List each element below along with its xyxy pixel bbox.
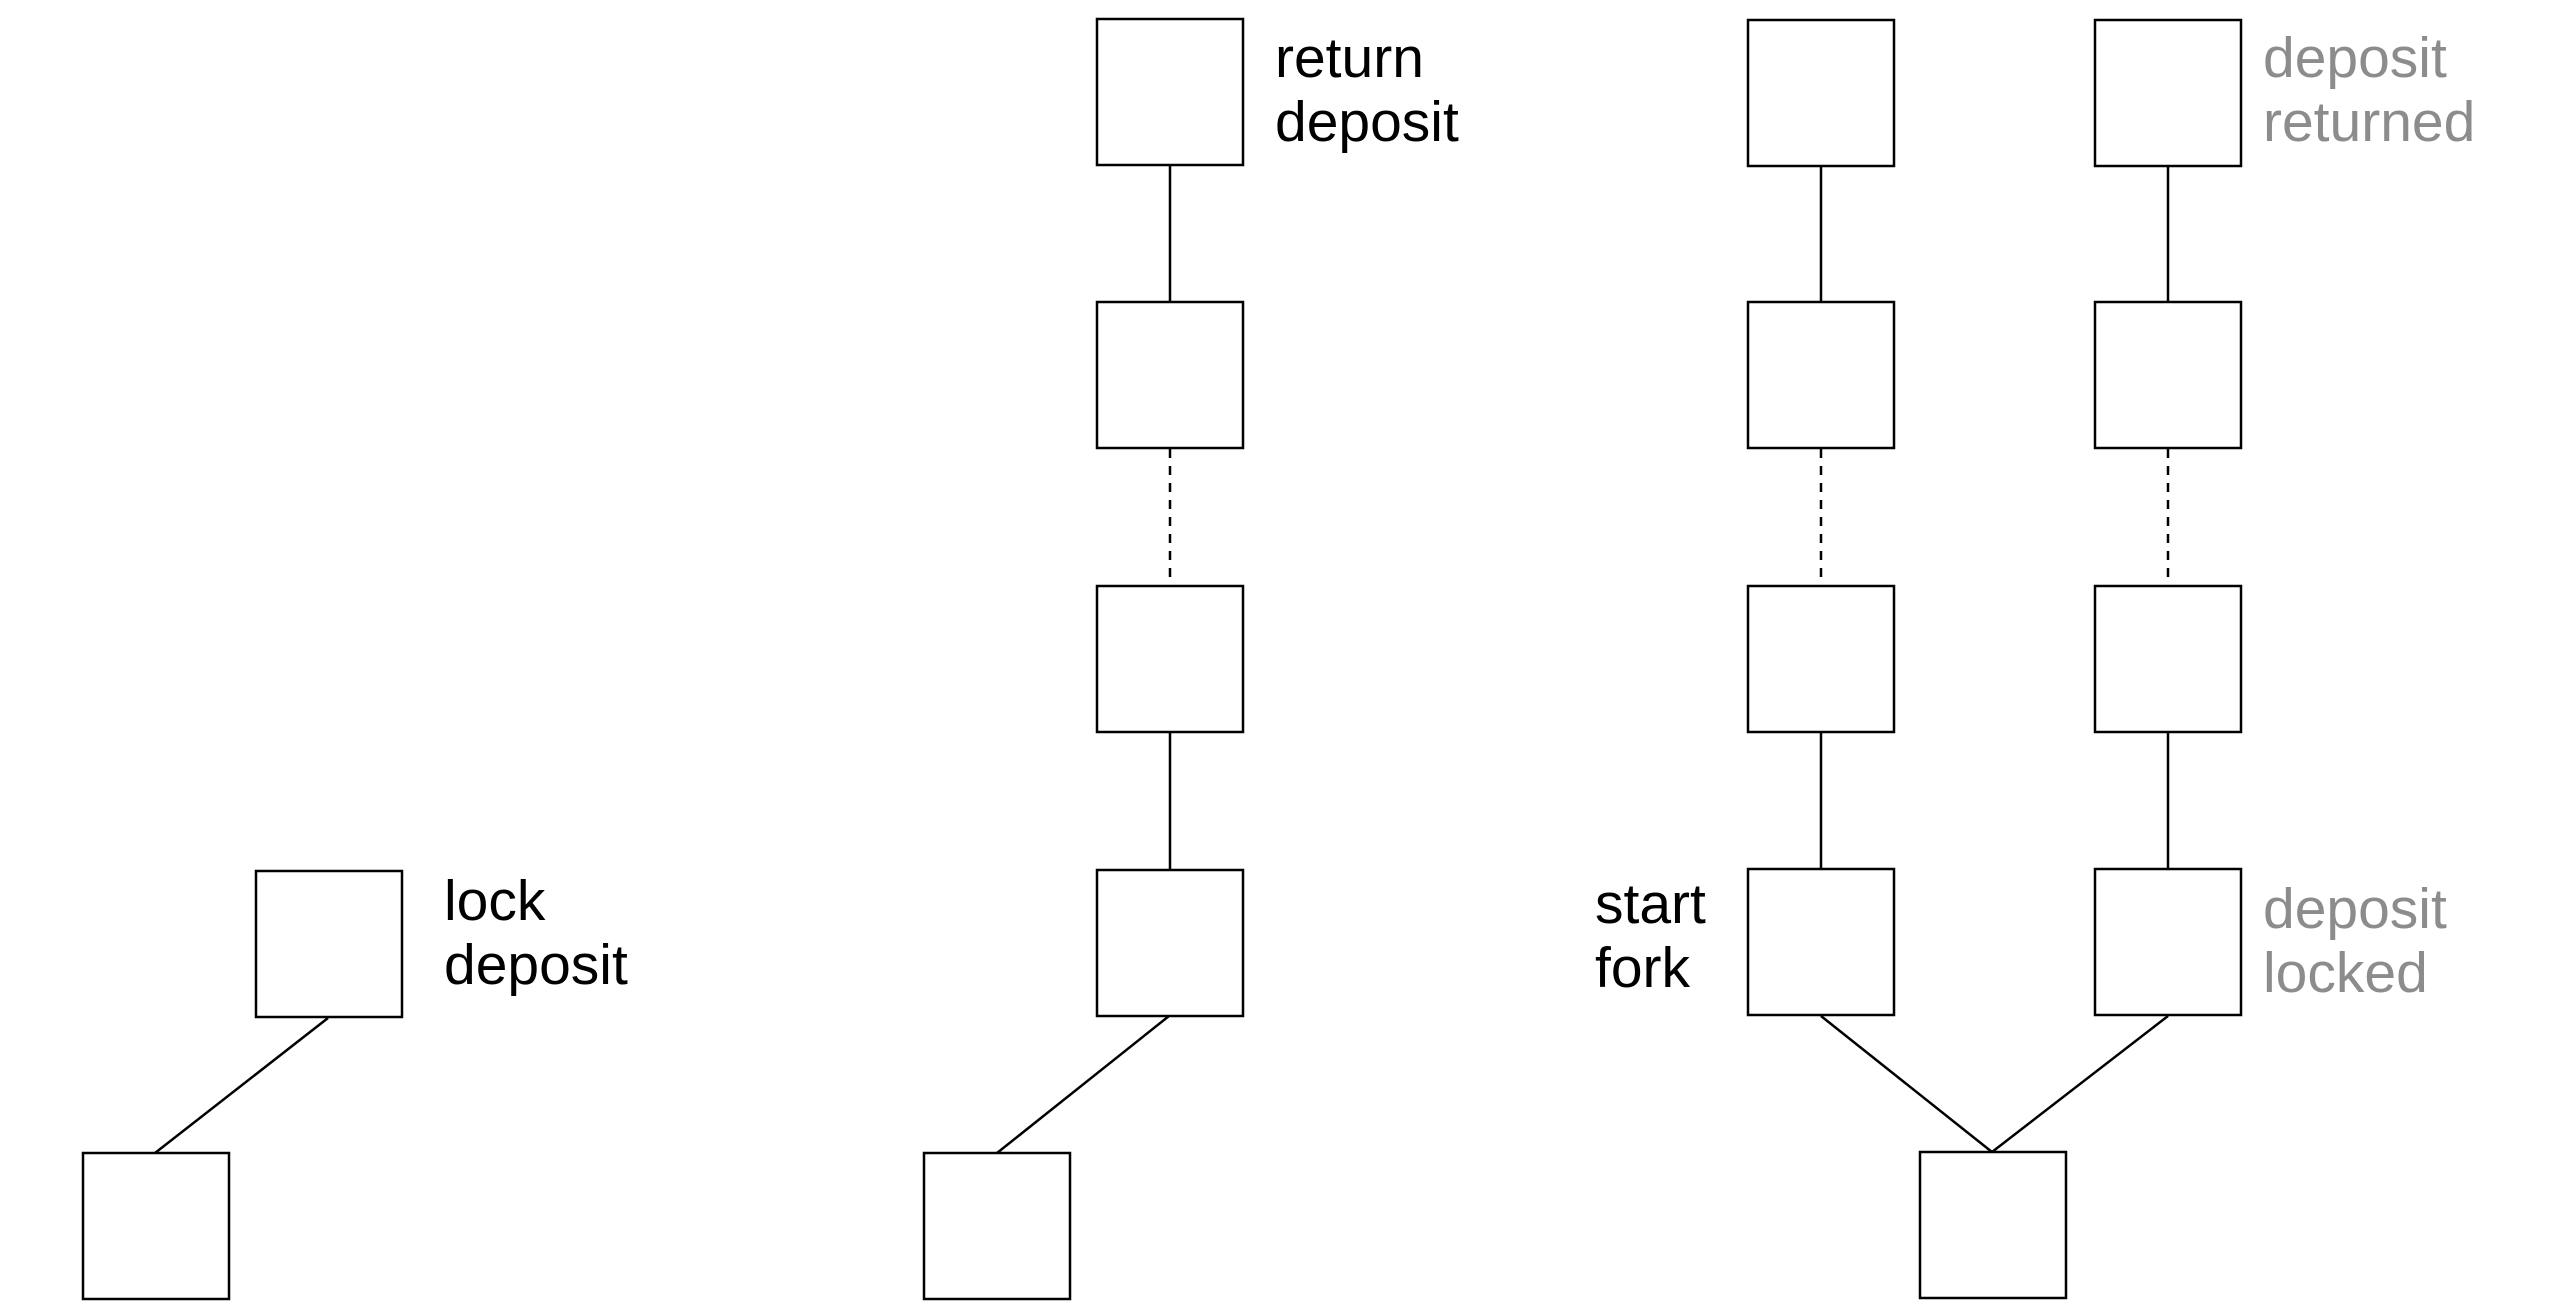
block-left-chain-3	[1746, 300, 1896, 450]
label-start-fork-line-2: fork	[1595, 936, 1691, 1000]
panel-fork: start fork deposit returned deposit lock…	[1595, 18, 2475, 1300]
block-lock-deposit	[254, 869, 404, 1019]
label-deposit-returned: deposit returned	[2263, 26, 2475, 154]
block-deposit-returned	[2093, 18, 2243, 168]
block-start-fork	[1746, 867, 1896, 1017]
label-deposit-returned-line-1: deposit	[2263, 26, 2447, 90]
label-return-deposit-line-1: return	[1275, 26, 1424, 90]
panel-lock-deposit: lock deposit	[81, 869, 628, 1301]
label-return-deposit-line-2: deposit	[1275, 90, 1459, 154]
block-chain-3	[1095, 300, 1245, 450]
link-fork-left	[1820, 1015, 1993, 1153]
label-lock-deposit-line-1: lock	[444, 869, 546, 933]
block-chain-2	[1095, 584, 1245, 734]
block-base	[922, 1151, 1072, 1301]
block-base	[81, 1151, 231, 1301]
block-fork-base	[1918, 1150, 2068, 1300]
block-chain-1	[1095, 868, 1245, 1018]
link-fork-right	[1991, 1015, 2169, 1153]
block-left-chain-top	[1746, 18, 1896, 168]
label-deposit-locked-line-2: locked	[2263, 941, 2428, 1005]
label-start-fork-line-1: start	[1595, 872, 1706, 936]
block-right-chain-3	[2093, 300, 2243, 450]
link-base-to-chain	[996, 1015, 1170, 1154]
panel-return-deposit: return deposit	[922, 17, 1459, 1301]
label-lock-deposit-line-2: deposit	[444, 933, 628, 997]
label-lock-deposit: lock deposit	[444, 869, 628, 997]
link-lock-chain	[154, 1017, 329, 1154]
label-deposit-locked: deposit locked	[2263, 877, 2463, 1005]
label-deposit-locked-line-1: deposit	[2263, 877, 2447, 941]
block-return-deposit	[1095, 17, 1245, 167]
label-return-deposit: return deposit	[1275, 26, 1459, 154]
label-deposit-returned-line-2: returned	[2263, 90, 2475, 154]
label-start-fork: start fork	[1595, 872, 1722, 1000]
block-right-chain-2	[2093, 584, 2243, 734]
block-deposit-locked	[2093, 867, 2243, 1017]
block-left-chain-2	[1746, 584, 1896, 734]
